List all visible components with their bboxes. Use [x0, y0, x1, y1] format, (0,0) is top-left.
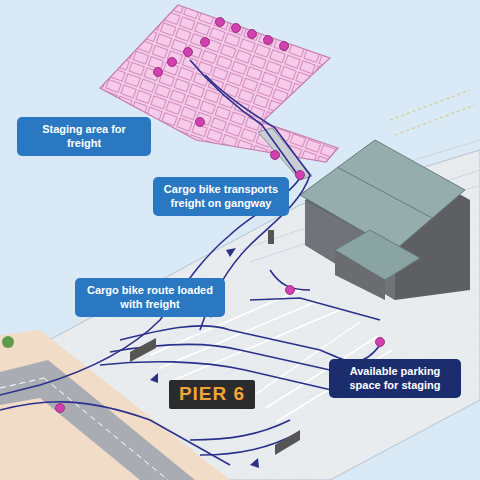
callout-text: Staging area for freight — [25, 122, 143, 151]
callout-text: Cargo bike route loaded with freight — [83, 283, 217, 312]
road — [0, 360, 195, 480]
pier-sign: PIER 6 — [169, 380, 255, 409]
callout-box: Cargo bike route loaded with freight — [75, 278, 225, 317]
callout-box: Available parking space for staging — [329, 359, 461, 398]
tree — [2, 336, 14, 348]
gangway — [258, 128, 312, 180]
callout-text: Available parking space for staging — [337, 364, 453, 393]
terminal-building — [300, 140, 470, 300]
callout-box: Staging area for freight — [17, 117, 151, 156]
cargo-bikes — [56, 18, 385, 413]
callout-text: Cargo bike transports freight on gangway — [161, 182, 281, 211]
gates — [130, 230, 300, 455]
sign-text: PIER 6 — [179, 384, 245, 405]
bike-routes — [0, 60, 395, 465]
callout-box: Cargo bike transports freight on gangway — [153, 177, 289, 216]
